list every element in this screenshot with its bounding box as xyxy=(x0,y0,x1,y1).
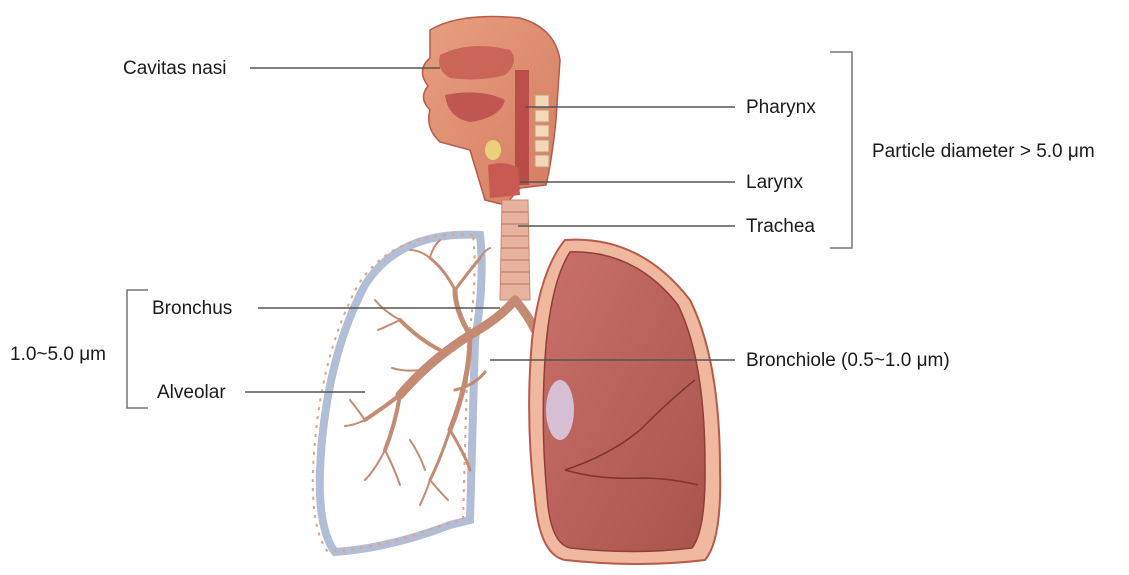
bracket-lower xyxy=(127,290,148,408)
label-bronchiole: Bronchiole (0.5~1.0 μm) xyxy=(746,351,950,370)
label-bronchus: Bronchus xyxy=(152,299,232,318)
head-cross-section xyxy=(422,17,560,206)
label-lower-range: 1.0~5.0 μm xyxy=(10,345,106,364)
label-trachea: Trachea xyxy=(746,217,815,236)
right-lung xyxy=(529,240,720,564)
label-pharynx: Pharynx xyxy=(746,98,816,117)
bracket-upper xyxy=(830,52,852,248)
label-larynx: Larynx xyxy=(746,173,803,192)
label-cavitas-nasi: Cavitas nasi xyxy=(123,59,227,78)
label-upper-range: Particle diameter > 5.0 μm xyxy=(872,142,1095,161)
trachea-shape xyxy=(500,200,530,300)
label-alveolar: Alveolar xyxy=(157,383,226,402)
